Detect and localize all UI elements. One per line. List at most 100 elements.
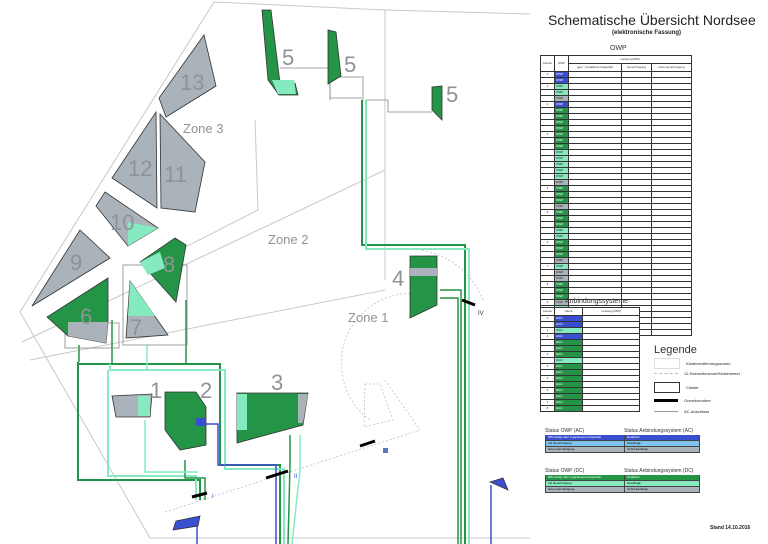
svg-text:4: 4: [392, 266, 404, 291]
legend-label: AC-Anschluss: [684, 409, 710, 414]
substation-marker: [383, 448, 388, 453]
table-row: OWP: [540, 269, 693, 276]
cluster-7[interactable]: 7: [125, 279, 169, 340]
legend-item-cluster: Cluster: [654, 382, 699, 393]
zone-box-icon: [654, 358, 680, 369]
legend-label: Cluster: [686, 385, 699, 390]
page-subtitle: (elektronische Fassung): [612, 30, 682, 36]
svg-text:9: 9: [70, 250, 82, 275]
col-no-permit: ohne Genehmigung: [650, 63, 693, 72]
status-row: ohne Genehmigung: [545, 447, 625, 453]
col-permit: Genehmigung: [620, 63, 652, 72]
col-leistung: Leistung [MW]: [567, 55, 693, 64]
corridor-label-ii: II: [294, 474, 298, 480]
thin-line-icon: [654, 411, 678, 412]
legend-label: Grenzkorridore: [684, 398, 711, 403]
owp-riffgat[interactable]: [488, 477, 509, 491]
cluster-13[interactable]: 13: [158, 34, 217, 118]
thick-line-icon: [654, 399, 678, 402]
col-cluster: Cluster: [540, 307, 555, 316]
status-row: nicht beauftragt: [624, 487, 700, 493]
status-anb-ac: Status Anbindungssystem (AC) Realisiert …: [624, 428, 700, 453]
svg-text:1: 1: [150, 378, 162, 403]
col-leistung: Leistung [MW]: [582, 307, 640, 316]
status-title: Status Anbindungssystem (DC): [624, 468, 694, 474]
status-title: Status OWP (AC): [545, 428, 585, 434]
table-row: OWP: [540, 113, 693, 120]
status-row: Realisiert: [624, 435, 700, 441]
svg-text:3: 3: [271, 370, 283, 395]
cluster-4[interactable]: 4: [392, 255, 438, 319]
cable-routes: [77, 100, 492, 544]
corridor-label-i: I: [212, 494, 214, 500]
nordsee-map: Zone 3 Zone 2 Zone 1 13 1: [19, 1, 530, 544]
col-capacity: gepl. / installierte Kapazität: [567, 63, 622, 72]
stand-date: Stand 14.10.2016: [710, 525, 751, 531]
page-title: Schematische Übersicht Nordsee: [548, 12, 756, 28]
owp-table: Cluster OWP Leistung [MW] gepl. / instal…: [540, 55, 693, 336]
status-row: Realisiert: [624, 475, 700, 481]
col-owp: OWP: [554, 55, 569, 72]
owp-borkum-riffgrund[interactable]: [172, 515, 201, 531]
table-row: HGÜ: [540, 393, 640, 400]
svg-text:11: 11: [164, 162, 187, 187]
zone-label-1: Zone 1: [348, 310, 388, 325]
svg-text:5: 5: [344, 52, 356, 77]
cluster-10[interactable]: 10: [95, 191, 159, 247]
twelve-nm-line: [164, 249, 484, 513]
col-cluster: Cluster: [540, 55, 555, 72]
col-name: Name: [553, 307, 584, 316]
status-title: Status OWP (DC): [545, 468, 585, 474]
svg-text:13: 13: [180, 70, 204, 95]
legend-item-12nm: 12-Seemeilenzone/Küstenmeer: [654, 371, 740, 376]
table-row: OWP: [540, 275, 693, 282]
legend-title: Legende: [654, 344, 697, 356]
svg-text:6: 6: [80, 304, 92, 329]
status-row: beauftragt: [624, 441, 700, 447]
table-row: OWP: [540, 215, 693, 222]
cluster-11[interactable]: 11: [159, 112, 206, 213]
legend-label: 12-Seemeilenzone/Küstenmeer: [684, 371, 741, 376]
cluster-6[interactable]: 6: [46, 277, 109, 344]
cluster-12[interactable]: 12: [111, 110, 158, 209]
cluster-1[interactable]: 1: [111, 378, 162, 418]
table-row: OWP: [540, 293, 693, 300]
svg-text:7: 7: [130, 315, 142, 340]
cluster-box-icon: [654, 382, 680, 393]
anb-table-title: Anbindungssysteme: [565, 298, 629, 305]
cluster-5c[interactable]: 5: [431, 82, 458, 121]
table-row: OWP: [540, 167, 693, 174]
status-title: Status Anbindungssystem (AC): [624, 428, 694, 434]
cluster-9[interactable]: 9: [31, 229, 111, 307]
legend-label: Küstenentfernungszonen: [686, 361, 731, 366]
zone-label-3: Zone 3: [183, 121, 223, 136]
svg-text:8: 8: [163, 252, 175, 277]
table-row: OWP: [540, 95, 693, 102]
table-row: OWP: [540, 173, 693, 180]
svg-text:5: 5: [282, 45, 294, 70]
corridor-label-iv: IV: [478, 311, 484, 317]
cell-cluster: 8: [540, 405, 555, 412]
border-corridors: [191, 298, 476, 499]
cell-no-permit: [650, 329, 693, 336]
svg-text:10: 10: [110, 210, 134, 235]
cluster-8[interactable]: 8: [139, 237, 187, 303]
cluster-2[interactable]: 2: [164, 378, 212, 451]
legend-item-ac: AC-Anschluss: [654, 409, 709, 414]
status-row: ohne Genehmigung: [545, 487, 625, 493]
cluster-5b[interactable]: 5: [327, 29, 356, 85]
svg-text:12: 12: [128, 156, 152, 181]
cluster-5a[interactable]: 5: [261, 9, 299, 96]
legend-item-zones: Küstenentfernungszonen: [654, 358, 730, 369]
dashed-line-icon: [654, 373, 678, 374]
status-row: nicht beauftragt: [624, 447, 700, 453]
cluster-3[interactable]: 3: [236, 370, 309, 444]
